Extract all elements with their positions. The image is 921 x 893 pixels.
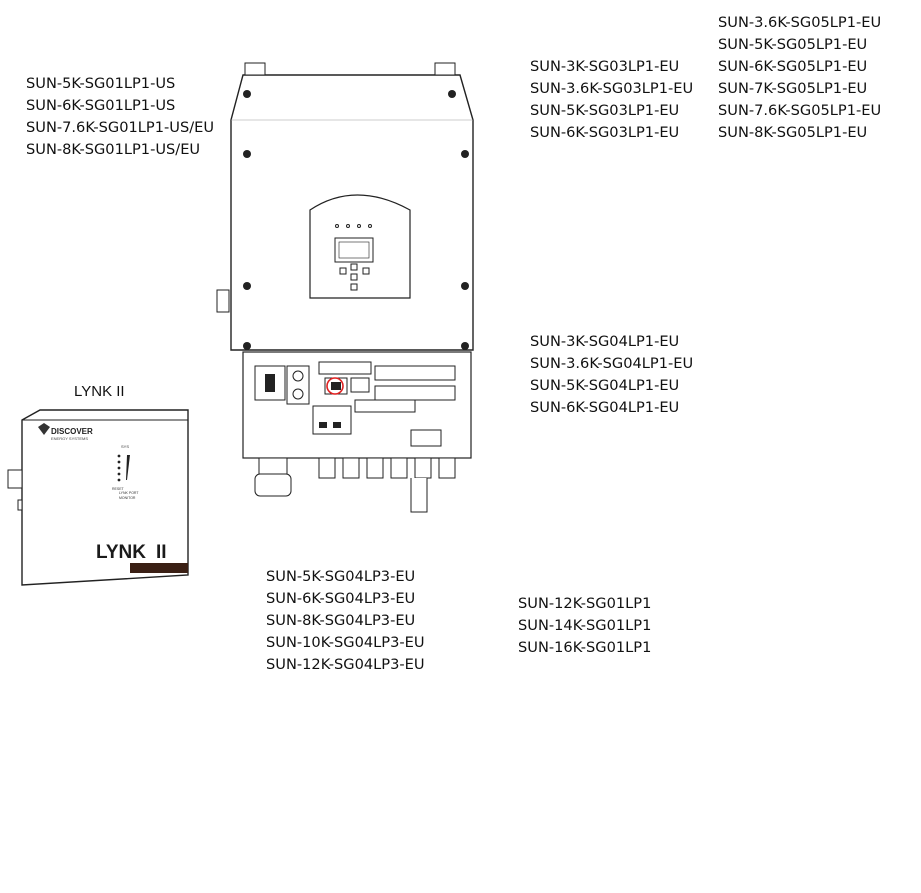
lynk-title: LYNK II (74, 383, 125, 400)
model-label: SUN-3.6K-SG05LP1-EU (718, 14, 882, 31)
model-label: SUN-6K-SG03LP1-EU (530, 124, 680, 141)
model-label: SUN-6K-SG04LP1-EU (530, 399, 680, 416)
inverter-sg01lp1-us (216, 62, 474, 513)
model-label: SUN-7.6K-SG01LP1-US/EU (26, 119, 215, 136)
model-label: SUN-7K-SG05LP1-EU (718, 80, 868, 97)
model-label: SUN-6K-SG01LP1-US (26, 97, 176, 114)
model-label: SUN-5K-SG05LP1-EU (718, 36, 868, 53)
lynk-wordmark: LYNK (96, 542, 146, 563)
model-label: SUN-16K-SG01LP1 (518, 639, 652, 656)
comm-port-highlight (326, 377, 344, 395)
model-label: SUN-7.6K-SG05LP1-EU (718, 102, 882, 119)
led-label: RESET (112, 487, 125, 491)
model-label: SUN-14K-SG01LP1 (518, 617, 652, 634)
led-label: MONITOR (119, 496, 136, 500)
model-label: SUN-6K-SG04LP3-EU (266, 590, 416, 607)
model-label: SUN-8K-SG04LP3-EU (266, 612, 416, 629)
brand-subtext: ENERGY SYSTEMS (51, 436, 88, 441)
lynk-stripe (130, 563, 188, 573)
model-label: SUN-5K-SG04LP3-EU (266, 568, 416, 585)
model-label: SUN-10K-SG04LP3-EU (266, 634, 425, 651)
discover-logo: DISCOVER ENERGY SYSTEMS (38, 423, 93, 441)
sg04-model-list: SUN-3K-SG04LP1-EU SUN-3.6K-SG04LP1-EU SU… (530, 331, 693, 419)
lp3-model-list: SUN-5K-SG04LP3-EU SUN-6K-SG04LP3-EU SUN-… (266, 566, 425, 676)
model-label: SUN-3.6K-SG03LP1-EU (530, 80, 694, 97)
sg05-model-list: SUN-3.6K-SG05LP1-EU SUN-5K-SG05LP1-EU SU… (718, 12, 881, 144)
model-label: SUN-5K-SG03LP1-EU (530, 102, 680, 119)
model-label: SUN-3K-SG03LP1-EU (530, 58, 680, 75)
model-label: SUN-12K-SG04LP3-EU (266, 656, 425, 673)
model-label: SUN-5K-SG04LP1-EU (530, 377, 680, 394)
model-label: SUN-12K-SG01LP1 (518, 595, 652, 612)
lynk-device: DISCOVER ENERGY SYSTEMS SYS RESET LYNK P… (7, 409, 189, 586)
lynk-wordmark-suffix: II (156, 542, 167, 563)
model-label: SUN-8K-SG01LP1-US/EU (26, 141, 201, 158)
model-label: SUN-8K-SG05LP1-EU (718, 124, 868, 141)
model-label: SUN-6K-SG05LP1-EU (718, 58, 868, 75)
model-label: SUN-3.6K-SG04LP1-EU (530, 355, 694, 372)
display-panel (309, 194, 411, 299)
model-label: SUN-5K-SG01LP1-US (26, 75, 176, 92)
led-label: LYNK PORT (119, 491, 139, 495)
sg03-model-list: SUN-3K-SG03LP1-EU SUN-3.6K-SG03LP1-EU SU… (530, 56, 693, 144)
brand-text: DISCOVER (51, 427, 93, 436)
k12-model-list: SUN-12K-SG01LP1 SUN-14K-SG01LP1 SUN-16K-… (518, 593, 651, 659)
status-label: SYS (121, 444, 129, 449)
us-model-list: SUN-5K-SG01LP1-US SUN-6K-SG01LP1-US SUN-… (26, 73, 214, 161)
status-leds (117, 454, 130, 482)
model-label: SUN-3K-SG04LP1-EU (530, 333, 680, 350)
